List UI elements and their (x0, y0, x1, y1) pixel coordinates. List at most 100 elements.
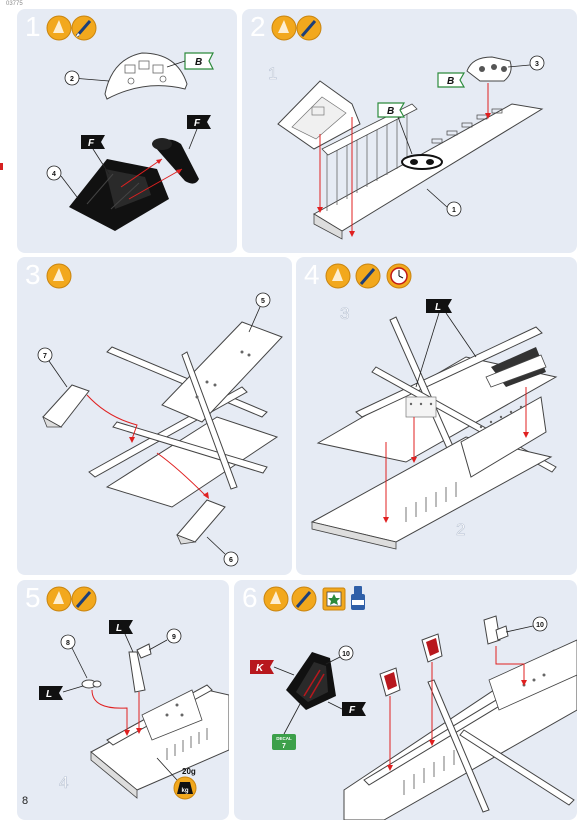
decal-badge: DECAL 7 (272, 734, 296, 750)
glue-icon (263, 586, 289, 612)
svg-text:1: 1 (452, 207, 456, 214)
paint-bottle-icon (351, 586, 365, 610)
step-3-panel: 3 5 7 (17, 257, 292, 575)
svg-text:F: F (194, 118, 201, 129)
step-5-illustration: 4 8 L 9 L (39, 586, 229, 800)
glue-icon (271, 15, 297, 41)
assembly-arrows (389, 646, 525, 765)
part-8 (81, 679, 102, 689)
step-6-number: 6 (242, 582, 258, 613)
svg-text:L: L (435, 302, 441, 313)
page-number: 8 (22, 795, 29, 807)
assembly-arrows (120, 158, 183, 200)
brush-icon (291, 586, 317, 612)
callout-part-10-right (532, 616, 548, 632)
glue-icon (46, 263, 72, 289)
part-3-plate (466, 56, 512, 82)
part-7 (42, 384, 90, 428)
brush-icon (71, 15, 97, 41)
brush-icon (71, 586, 97, 612)
callout-part-1 (446, 201, 462, 217)
svg-text:8: 8 (66, 640, 70, 647)
step-3-number: 3 (25, 259, 41, 290)
marker-b-mid: B (377, 102, 406, 118)
marker-f-left: F (81, 135, 105, 149)
step-2-number: 2 (250, 11, 266, 42)
glue-icon (46, 586, 72, 612)
part-4-base (90, 684, 229, 799)
decal-icon (322, 587, 346, 611)
step-1-number: 1 (25, 11, 41, 42)
svg-text:L: L (46, 689, 52, 700)
part-10-small (483, 615, 509, 645)
callout-part-2 (64, 70, 80, 86)
callout-part-3 (529, 55, 545, 71)
svg-text:F: F (88, 138, 95, 149)
part-1-frame (277, 80, 361, 150)
assembly-frame (343, 639, 577, 820)
glue-icon (46, 15, 72, 41)
svg-text:F: F (349, 705, 356, 716)
callout-part-4 (46, 165, 62, 181)
step-1-panel: 1 2 B (17, 9, 237, 253)
svg-text:K: K (256, 663, 264, 674)
marker-l: L (426, 299, 452, 313)
ref-part-3: 3 (340, 304, 349, 323)
weight-label: 20g (182, 767, 196, 776)
svg-text:6: 6 (229, 557, 233, 564)
callout-part-10 (338, 645, 354, 661)
step-4-illustration: 3 (310, 263, 558, 550)
svg-text:7: 7 (282, 743, 286, 750)
step-5-number: 5 (25, 582, 41, 613)
part-headrest (152, 138, 199, 184)
seat-small-left (379, 667, 401, 697)
seat-small-right (421, 633, 443, 663)
part-2-panel (104, 52, 188, 100)
callout-part-5 (255, 292, 271, 308)
assembly-arrows (319, 83, 489, 231)
callout-part-6 (223, 551, 239, 567)
step-4-panel: 4 3 (296, 257, 577, 575)
marker-l-left: L (39, 686, 63, 700)
assembly-arrows (91, 689, 140, 730)
part-2-floor (310, 396, 553, 550)
svg-text:5: 5 (261, 298, 265, 305)
svg-text:DECAL: DECAL (276, 736, 292, 741)
marker-b-top: B (437, 72, 466, 88)
svg-text:10: 10 (536, 622, 544, 629)
svg-text:7: 7 (43, 353, 47, 360)
svg-text:3: 3 (535, 61, 539, 68)
assembly-arrows (86, 394, 208, 498)
marker-k: K (250, 660, 274, 674)
svg-text:B: B (447, 76, 454, 87)
marker-b: B (184, 52, 214, 70)
ref-part-4: 4 (59, 773, 68, 792)
step-6-panel: 6 10 K (234, 580, 577, 820)
callout-part-8 (60, 634, 76, 650)
step-3-illustration: 5 7 6 (37, 263, 283, 567)
callout-part-2-label: 2 (70, 76, 74, 83)
part-4-seat (69, 159, 169, 231)
page-code: 03775 (6, 1, 23, 7)
clock-icon (386, 263, 412, 289)
step-2-illustration: 1 (268, 15, 545, 240)
svg-text:10: 10 (342, 651, 350, 658)
weight-icon: kg (156, 757, 197, 800)
callout-part-7 (37, 347, 53, 363)
ref-part-1: 1 (268, 64, 277, 83)
part-9 (128, 643, 152, 693)
glue-icon (325, 263, 351, 289)
brush-icon (355, 263, 381, 289)
svg-text:B: B (195, 57, 202, 68)
part-5-frame (88, 321, 283, 508)
step-1-illustration: 2 B 4 F (46, 15, 214, 231)
svg-text:L: L (116, 623, 122, 634)
marker-l-top: L (109, 620, 133, 634)
marker-f: F (342, 702, 366, 716)
assembly-arrows (385, 387, 527, 517)
step-5-panel: 5 4 8 (17, 580, 229, 820)
svg-text:9: 9 (172, 634, 176, 641)
step-4-number: 4 (304, 259, 320, 290)
part-6 (176, 499, 226, 545)
side-mark (0, 163, 3, 170)
